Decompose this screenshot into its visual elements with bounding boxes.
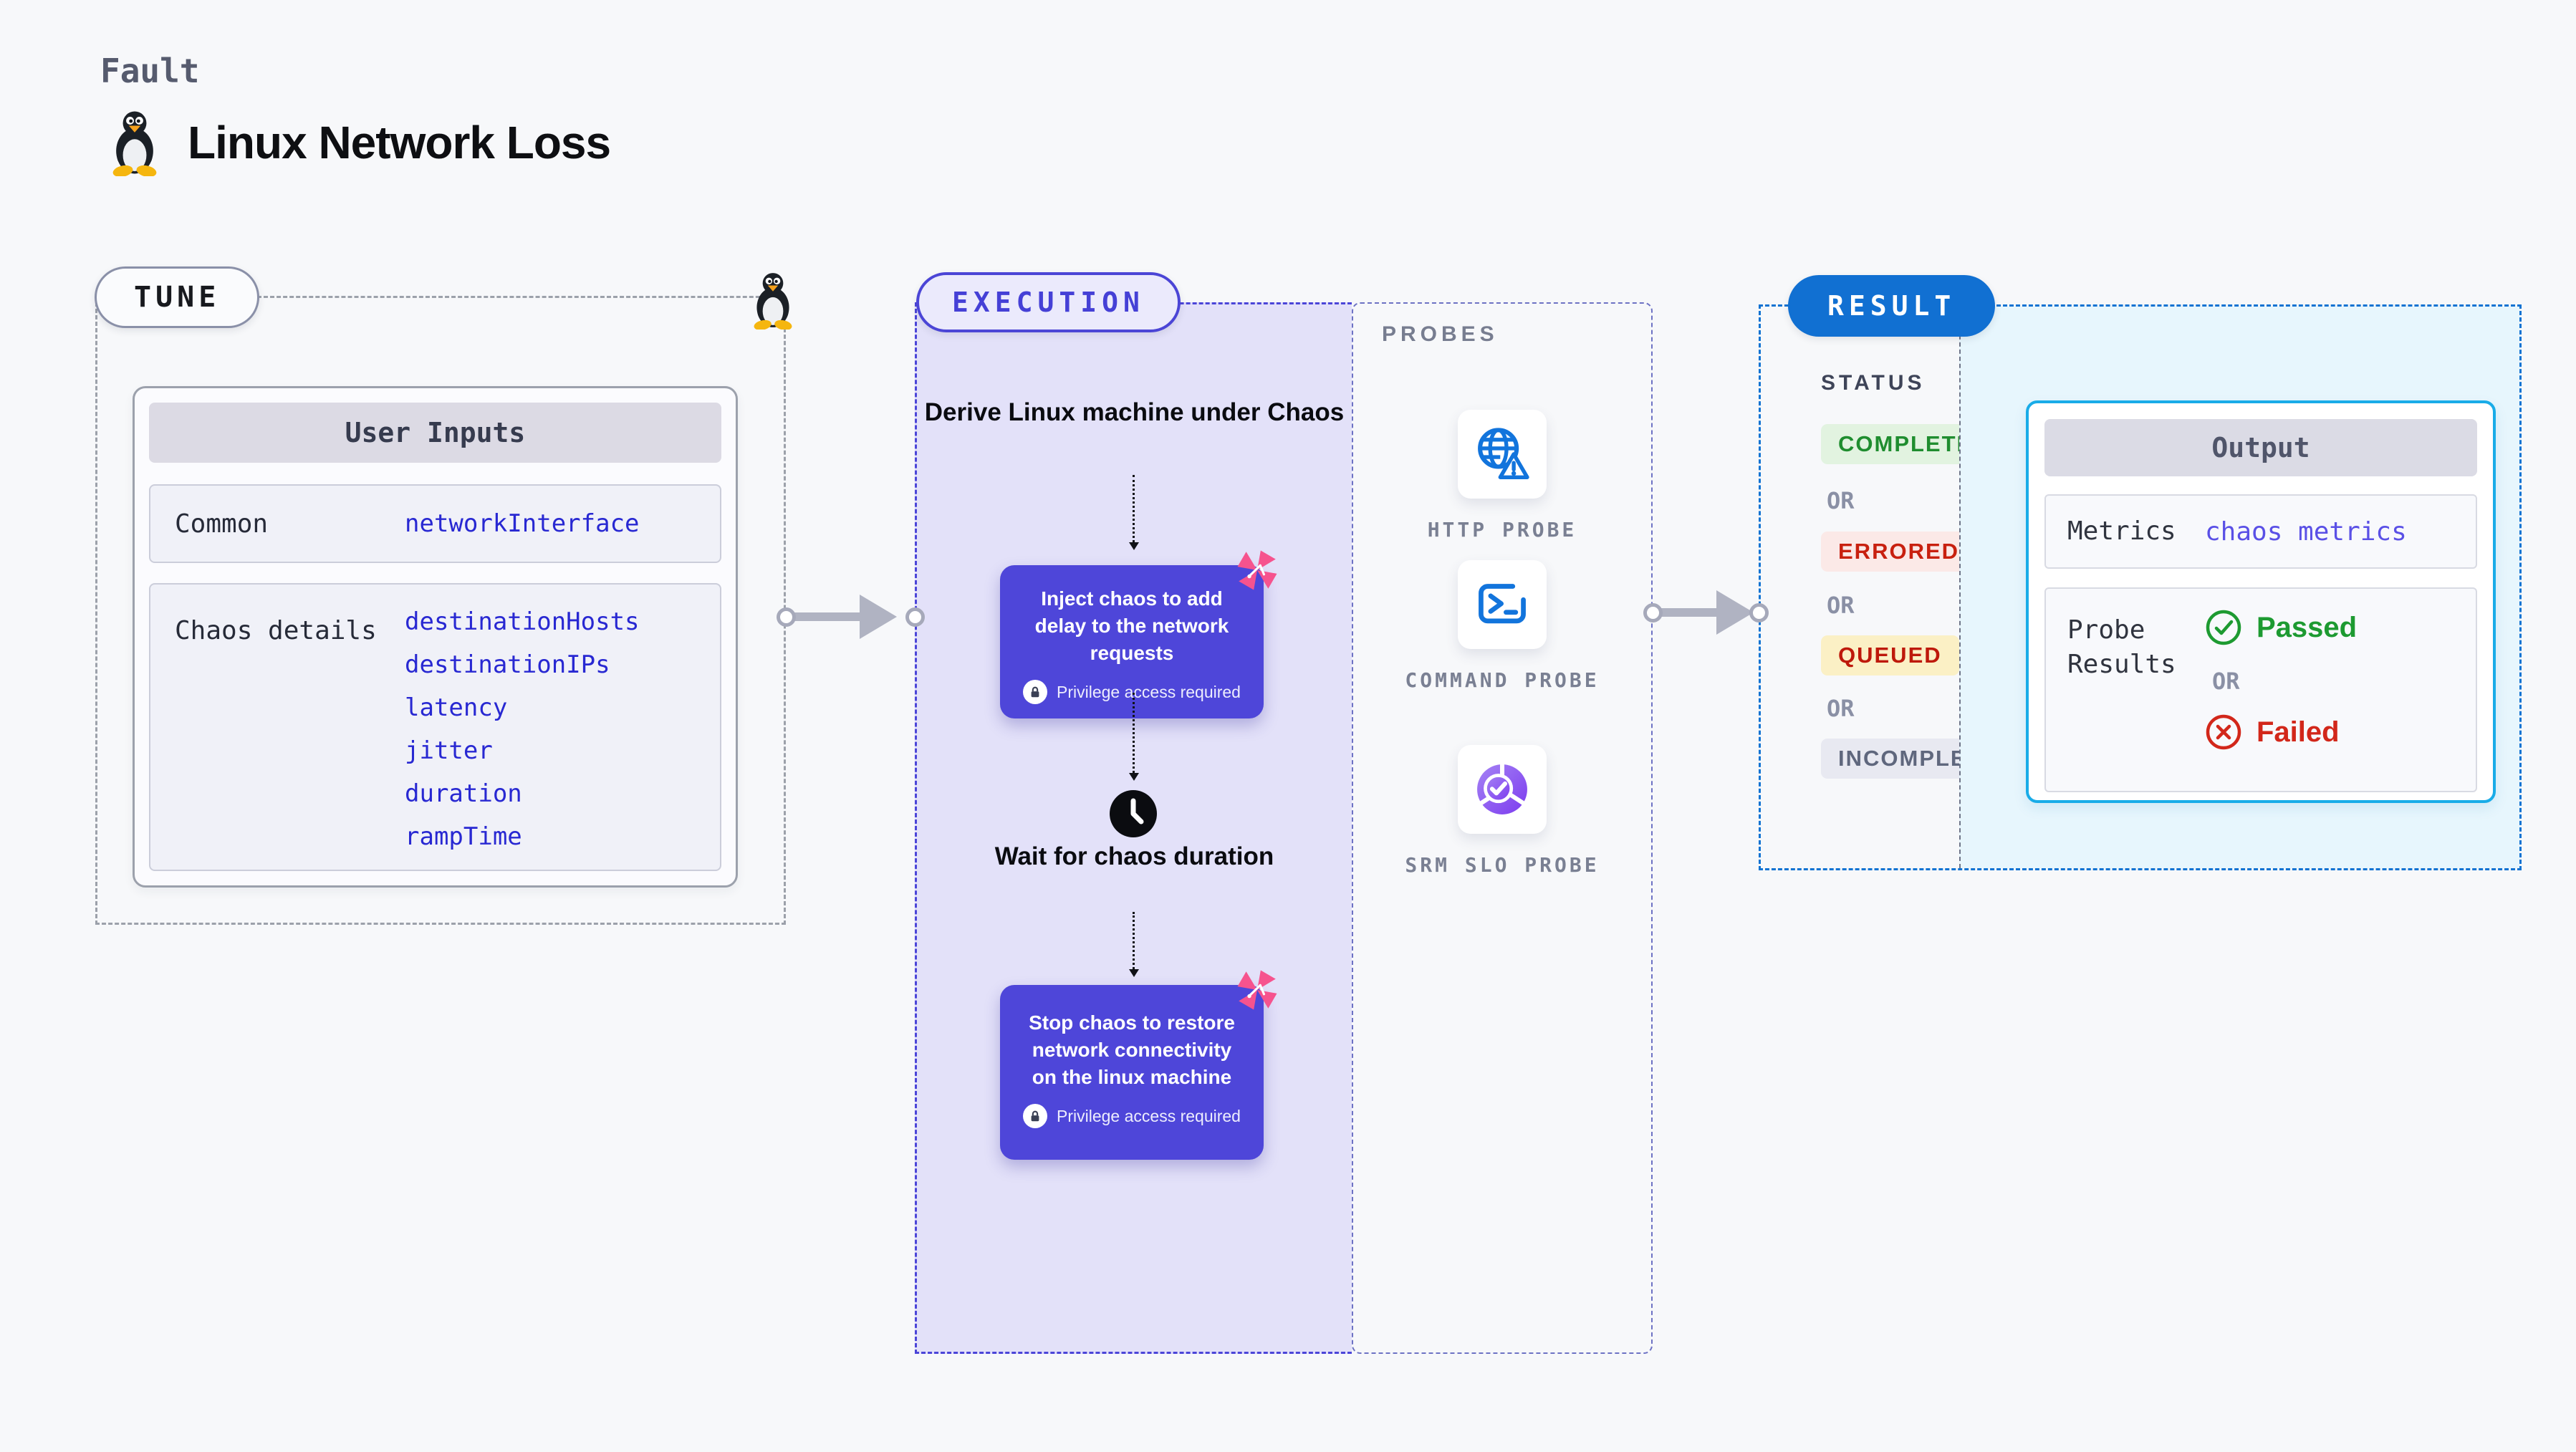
terminal-icon <box>1458 560 1547 649</box>
output-header: Output <box>2044 419 2477 476</box>
tune-to-execution-arrow <box>794 612 865 621</box>
probe-item-command: COMMAND PROBE <box>1353 560 1651 695</box>
derive-step-label: Derive Linux machine under Chaos <box>924 398 1345 426</box>
probes-heading: PROBES <box>1382 322 1499 346</box>
row-value: rampTime <box>405 822 522 851</box>
result-section: RESULT STATUS COMPLETED OR ERRORED OR QU… <box>1759 275 2522 870</box>
output-card: Output Metrics chaos metrics Probe Resul… <box>2026 400 2496 803</box>
privilege-label: Privilege access required <box>1057 682 1241 701</box>
flow-connector <box>1129 912 1139 977</box>
status-column: STATUS COMPLETED OR ERRORED OR QUEUED OR… <box>1761 307 2033 868</box>
table-row-chaos-details: Chaos details destinationHosts destinati… <box>149 583 721 871</box>
row-value: latency <box>405 693 508 722</box>
row-value: destinationIPs <box>405 650 610 679</box>
tune-section: TUNE User Inputs Common networkInterface… <box>95 266 792 925</box>
connector-port <box>905 607 925 627</box>
failed-label: Failed <box>2257 716 2340 748</box>
row-value: jitter <box>405 736 493 765</box>
lock-icon <box>1023 680 1048 704</box>
privilege-row: Privilege access required <box>1019 680 1245 704</box>
arrow-head-icon <box>860 595 897 639</box>
arrow-head-icon <box>1716 590 1754 635</box>
stop-chaos-node: Stop chaos to restore network connectivi… <box>1000 970 1277 1160</box>
status-heading: STATUS <box>1821 371 1926 395</box>
clock-icon <box>1110 790 1157 841</box>
probes-panel: PROBES HTTP PROBE <box>1352 302 1653 1354</box>
metrics-value: chaos metrics <box>2205 516 2407 547</box>
circle-check-icon <box>2206 610 2241 645</box>
probe-item-http: HTTP PROBE <box>1353 410 1651 544</box>
probe-results-row: Probe Results Passed OR <box>2044 587 2477 792</box>
execution-badge: EXECUTION <box>916 272 1181 332</box>
page-title: Linux Network Loss <box>188 117 611 168</box>
chaos-pink-icon <box>1237 550 1277 590</box>
probe-label: SRM SLO PROBE <box>1405 853 1600 877</box>
privilege-row: Privilege access required <box>1019 1104 1245 1128</box>
row-label: Chaos details <box>175 616 377 645</box>
connector-port <box>1749 603 1769 622</box>
privilege-label: Privilege access required <box>1057 1106 1241 1125</box>
metrics-row: Metrics chaos metrics <box>2044 494 2477 569</box>
metrics-label: Metrics <box>2067 516 2176 546</box>
page-title-row: Linux Network Loss <box>107 109 611 176</box>
tux-penguin-icon <box>112 111 157 176</box>
slo-check-pie-icon <box>1458 745 1547 834</box>
flow-connector <box>1129 475 1139 550</box>
fault-kicker: Fault <box>100 52 200 90</box>
tux-penguin-icon <box>754 273 792 330</box>
inject-chaos-node: Inject chaos to add delay to the network… <box>1000 550 1277 718</box>
chaos-pink-icon <box>1237 970 1277 1010</box>
node-text: Inject chaos to add delay to the network… <box>1034 587 1229 664</box>
or-label: OR <box>1827 695 1855 722</box>
flow-connector <box>1129 693 1139 781</box>
circle-x-icon <box>2206 714 2241 750</box>
globe-alert-icon <box>1458 410 1547 499</box>
connector-port <box>1643 603 1663 622</box>
node-text: Stop chaos to restore network connectivi… <box>1029 1011 1235 1088</box>
user-inputs-header: User Inputs <box>149 403 721 463</box>
probe-label: HTTP PROBE <box>1427 518 1577 542</box>
passed-label: Passed <box>2257 611 2358 643</box>
row-value: networkInterface <box>405 509 640 538</box>
tune-badge: TUNE <box>95 266 260 328</box>
execution-flow-area: Derive Linux machine under Chaos Inject … <box>915 302 1352 1354</box>
table-row-common: Common networkInterface <box>149 484 721 563</box>
wait-step-label: Wait for chaos duration <box>994 842 1274 870</box>
execution-to-result-arrow <box>1661 608 1722 617</box>
probe-results-label: Probe Results <box>2067 615 2176 679</box>
failed-result: Failed <box>2205 713 2476 751</box>
execution-section: Derive Linux machine under Chaos Inject … <box>915 272 1653 1354</box>
lock-icon <box>1023 1104 1048 1128</box>
output-region: Output Metrics chaos metrics Probe Resul… <box>1959 307 2519 868</box>
probe-item-srm-slo: SRM SLO PROBE <box>1353 745 1651 880</box>
row-value: destinationHosts <box>405 607 640 636</box>
result-badge: RESULT <box>1788 275 1996 337</box>
row-label: Common <box>175 509 269 539</box>
or-label: OR <box>1827 487 1855 514</box>
connector-port <box>777 607 796 627</box>
status-badge-queued: QUEUED <box>1821 635 1959 675</box>
row-value: duration <box>405 779 522 808</box>
user-inputs-card: User Inputs Common networkInterface Chao… <box>133 386 738 888</box>
probe-label: COMMAND PROBE <box>1405 668 1600 692</box>
status-badge-errored: ERRORED <box>1821 532 1977 572</box>
or-label: OR <box>1827 592 1855 619</box>
or-label: OR <box>2212 668 2240 695</box>
passed-result: Passed <box>2205 609 2476 646</box>
